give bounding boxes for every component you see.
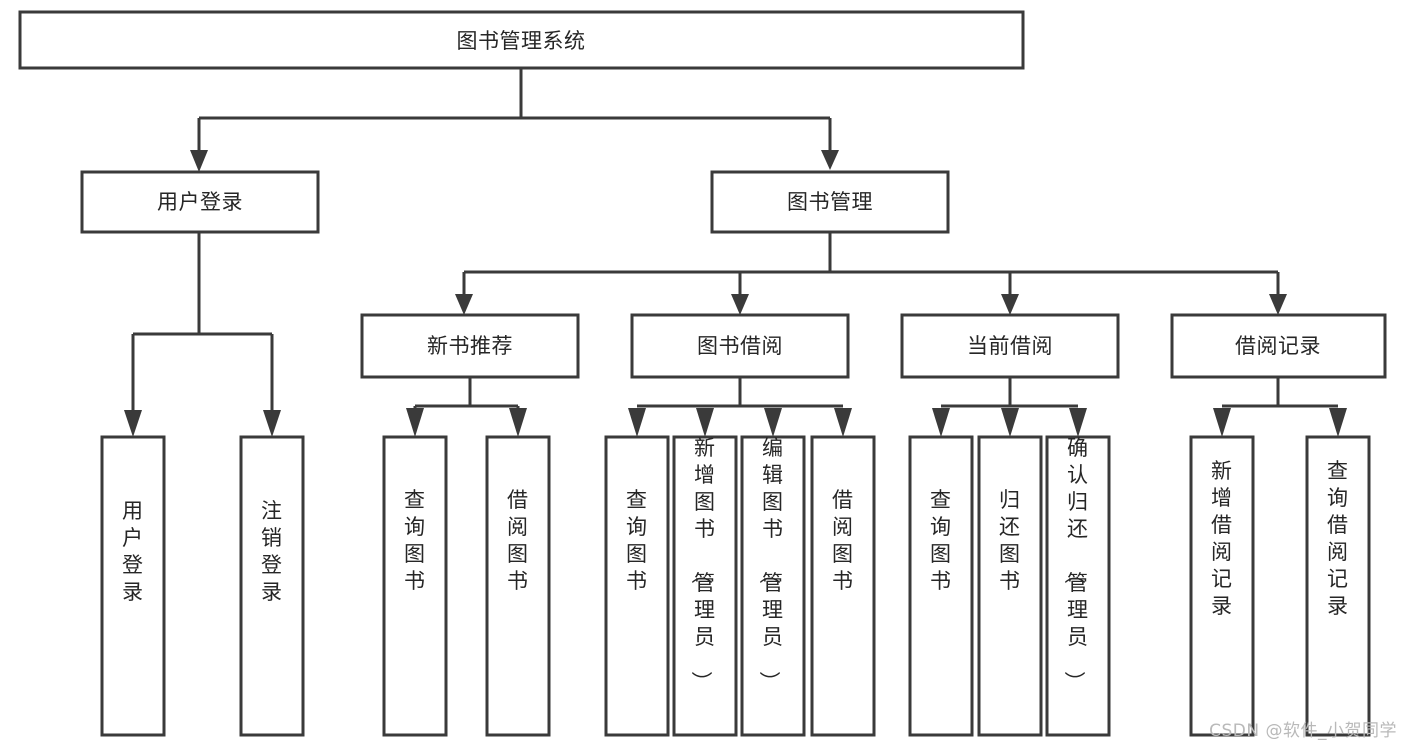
leaf-box[interactable] <box>604 435 670 737</box>
arrow-head-icon <box>263 410 281 437</box>
node-user-login[interactable]: 用户登录 <box>80 170 320 234</box>
leaf-box[interactable] <box>382 435 448 737</box>
arrow-head-icon <box>821 150 839 170</box>
node-user-login-label: 用户登录 <box>157 190 243 214</box>
node-root[interactable]: 图书管理系统 <box>18 10 1025 70</box>
node-book-management-box[interactable] <box>710 170 950 234</box>
leaf-box[interactable] <box>977 435 1043 737</box>
arrow-head-icon <box>455 294 473 315</box>
leaf-label: 查询图书 <box>626 488 648 593</box>
node-borrow-record-box[interactable] <box>1170 313 1387 379</box>
leaf-node[interactable]: 新增借阅记录 <box>1189 435 1255 737</box>
node-current-borrow-box[interactable] <box>900 313 1120 379</box>
leaf-label: 新增借阅记录 <box>1211 459 1233 618</box>
leaf-node[interactable]: 查询图书 <box>382 435 448 737</box>
leaf-node[interactable]: 查询借阅记录 <box>1305 435 1371 737</box>
leaf-node[interactable]: 查询图书 <box>908 435 974 737</box>
leaf-label: 归还图书 <box>999 488 1021 593</box>
leaf-box[interactable] <box>1045 435 1111 737</box>
arrow-head-icon <box>628 408 646 437</box>
arrow-head-icon <box>124 410 142 437</box>
leaf-label: 借阅图书 <box>507 488 529 593</box>
leaf-box[interactable] <box>810 435 876 737</box>
node-book-borrow-box[interactable] <box>630 313 850 379</box>
node-root-label: 图书管理系统 <box>457 29 586 53</box>
leaf-box[interactable] <box>485 435 551 737</box>
arrow-head-icon <box>406 408 424 437</box>
node-borrow-record[interactable]: 借阅记录 <box>1170 313 1387 379</box>
node-current-borrow[interactable]: 当前借阅 <box>900 313 1120 379</box>
leaf-label: 编辑图书（管理员） <box>757 436 784 693</box>
leaf-node[interactable]: 新增图书（管理员） <box>672 435 738 737</box>
node-new-book-recommend-box[interactable] <box>360 313 580 379</box>
leaf-label: 查询图书 <box>404 488 426 593</box>
leaf-node[interactable]: 借阅图书 <box>810 435 876 737</box>
edge-layer <box>124 68 1347 437</box>
arrow-head-icon <box>764 408 782 437</box>
arrow-head-icon <box>932 408 950 437</box>
leaf-box[interactable] <box>1189 435 1255 737</box>
arrow-head-icon <box>190 150 208 172</box>
arrow-head-icon <box>1069 408 1087 437</box>
leaf-box[interactable] <box>100 435 166 737</box>
node-user-login-box[interactable] <box>80 170 320 234</box>
leaf-box[interactable] <box>908 435 974 737</box>
leaf-label: 查询借阅记录 <box>1327 459 1349 618</box>
node-book-management-label: 图书管理 <box>787 190 873 214</box>
leaf-node[interactable]: 注销登录 <box>239 435 305 737</box>
node-borrow-record-label: 借阅记录 <box>1235 334 1321 358</box>
leaf-node[interactable]: 借阅图书 <box>485 435 551 737</box>
leaf-box[interactable] <box>1305 435 1371 737</box>
arrow-head-icon <box>1329 408 1347 437</box>
node-book-borrow[interactable]: 图书借阅 <box>630 313 850 379</box>
leaf-label: 注销登录 <box>261 499 283 604</box>
node-root-box[interactable] <box>18 10 1025 70</box>
leaf-node[interactable]: 归还图书 <box>977 435 1043 737</box>
arrow-head-icon <box>1001 408 1019 437</box>
arrow-head-icon <box>1001 294 1019 315</box>
arrow-head-icon <box>509 408 527 437</box>
arrow-head-icon <box>834 408 852 437</box>
node-new-book-recommend-label: 新书推荐 <box>427 334 513 358</box>
arrow-head-icon <box>1269 294 1287 315</box>
leaf-node[interactable]: 用户登录 <box>100 435 166 737</box>
node-new-book-recommend[interactable]: 新书推荐 <box>360 313 580 379</box>
leaf-label: 用户登录 <box>122 499 144 604</box>
leaf-box[interactable] <box>740 435 806 737</box>
leaf-node[interactable]: 查询图书 <box>604 435 670 737</box>
leaf-box[interactable] <box>239 435 305 737</box>
node-current-borrow-label: 当前借阅 <box>967 334 1053 358</box>
node-book-management[interactable]: 图书管理 <box>710 170 950 234</box>
arrow-head-icon <box>1213 408 1231 437</box>
leaf-label: 确认归还（管理员） <box>1062 436 1089 693</box>
node-book-borrow-label: 图书借阅 <box>697 334 783 358</box>
leaf-label: 新增图书（管理员） <box>689 436 716 693</box>
arrow-head-icon <box>731 294 749 315</box>
arrow-head-icon <box>696 408 714 437</box>
leaf-node[interactable]: 确认归还（管理员） <box>1045 435 1111 737</box>
leaf-node[interactable]: 编辑图书（管理员） <box>740 435 806 737</box>
leaf-label: 查询图书 <box>930 488 952 593</box>
leaf-box[interactable] <box>672 435 738 737</box>
leaf-label: 借阅图书 <box>832 488 854 593</box>
